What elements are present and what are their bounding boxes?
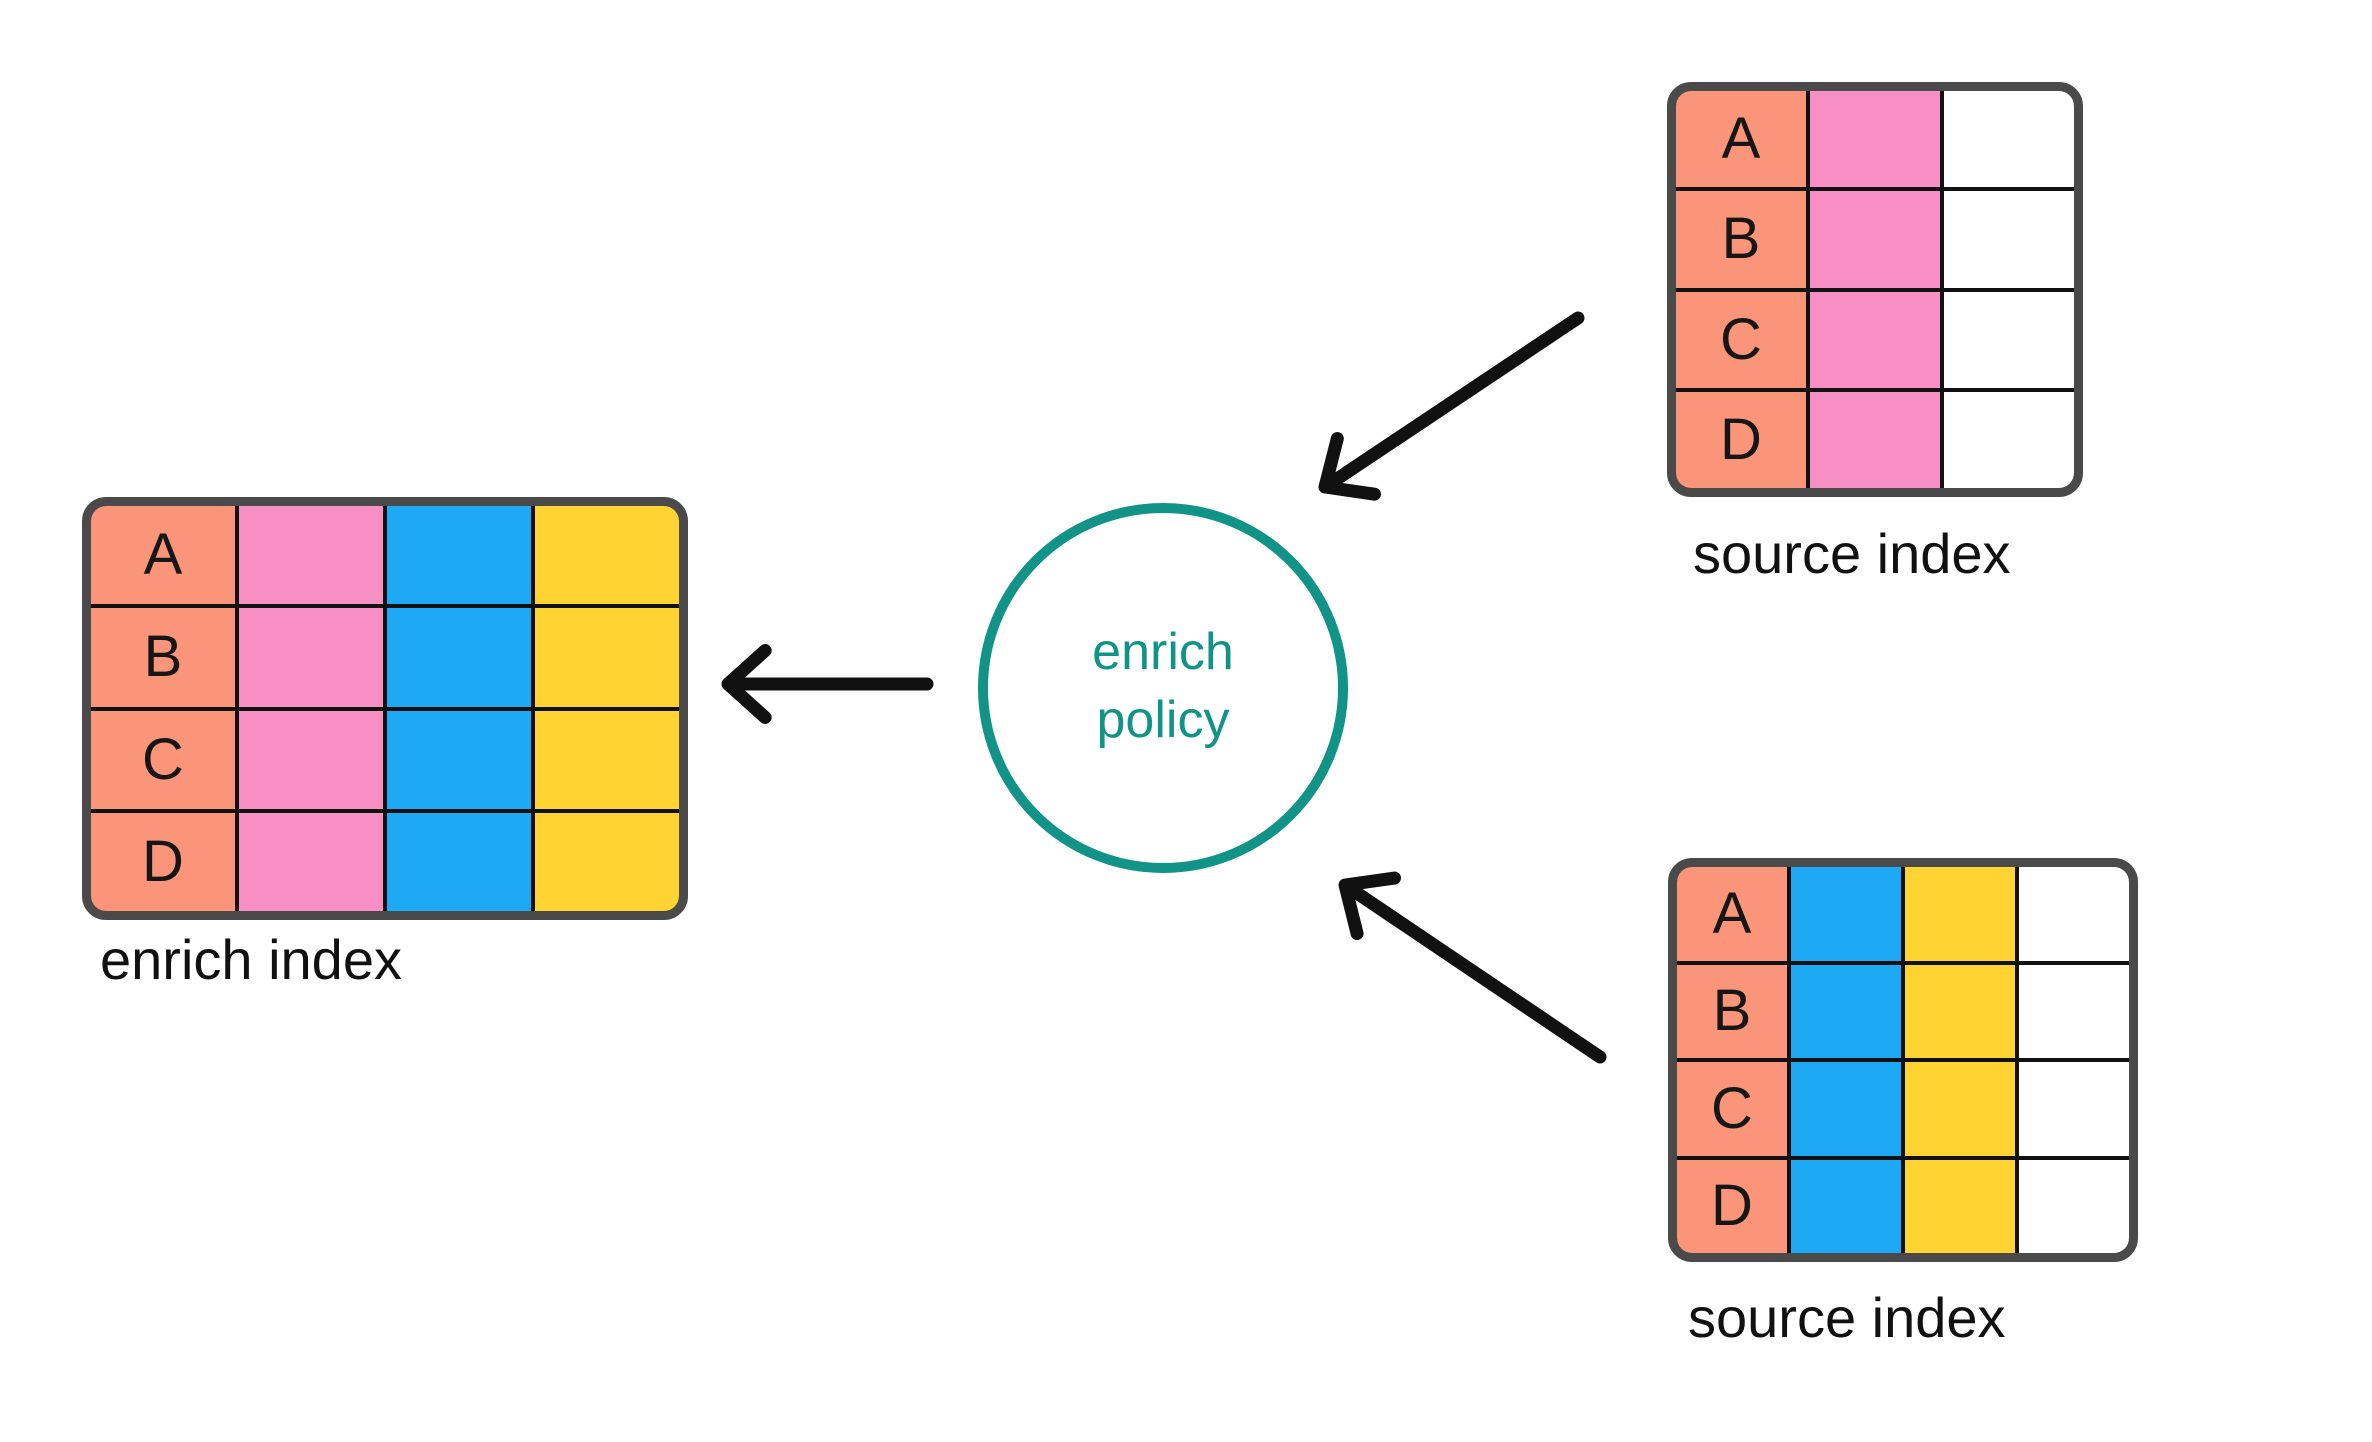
enrich-policy-label: enrich policy (1092, 623, 1234, 749)
table-cell (239, 812, 383, 911)
table-cell (387, 812, 531, 911)
table-cell (1905, 964, 2015, 1058)
arrow (721, 644, 934, 724)
table-cell (2019, 1062, 2129, 1156)
table-cell (239, 710, 383, 809)
table-cell (1810, 391, 1940, 488)
table-cell (1905, 1062, 2015, 1156)
table-cell (1944, 91, 2074, 188)
row-label-cell: C (1677, 1062, 1787, 1156)
table-cell (535, 608, 679, 707)
table-cell (1810, 291, 1940, 388)
table-cell (239, 506, 383, 605)
row-label-cell: D (91, 812, 235, 911)
table-cell (2019, 964, 2129, 1058)
arrow (1318, 311, 1585, 501)
arrow (1338, 871, 1607, 1064)
table-cell (1810, 91, 1940, 188)
enrich-policy-circle (978, 503, 1348, 873)
table-cell (535, 710, 679, 809)
source-index-top-label: source index (1693, 522, 2011, 585)
table-cell (387, 608, 531, 707)
table-cell (2019, 867, 2129, 961)
table-cell (535, 506, 679, 605)
table-cell (1944, 191, 2074, 288)
row-label-cell: B (1676, 191, 1806, 288)
table-cell (239, 608, 383, 707)
table-cell (1791, 1159, 1901, 1253)
table-cell (1791, 867, 1901, 961)
row-label-cell: D (1677, 1159, 1787, 1253)
table-cell (1791, 964, 1901, 1058)
row-label-cell: A (91, 506, 235, 605)
table-cell (535, 812, 679, 911)
row-label-cell: B (91, 608, 235, 707)
table-cell (1810, 191, 1940, 288)
table-cell (1791, 1062, 1901, 1156)
row-label-cell: A (1677, 867, 1787, 961)
row-label-cell: C (1676, 291, 1806, 388)
row-label-cell: A (1676, 91, 1806, 188)
table-cell (387, 710, 531, 809)
row-label-cell: D (1676, 391, 1806, 488)
source-index-bottom-label: source index (1688, 1286, 2006, 1349)
table-cell (1905, 1159, 2015, 1253)
arrows-group (721, 311, 1607, 1064)
enrich-index-label: enrich index (100, 928, 402, 991)
row-label-cell: B (1677, 964, 1787, 1058)
table-cell (1944, 291, 2074, 388)
table-cell (1944, 391, 2074, 488)
row-label-cell: C (91, 710, 235, 809)
table-cell (1905, 867, 2015, 961)
table-cell (387, 506, 531, 605)
table-cell (2019, 1159, 2129, 1253)
